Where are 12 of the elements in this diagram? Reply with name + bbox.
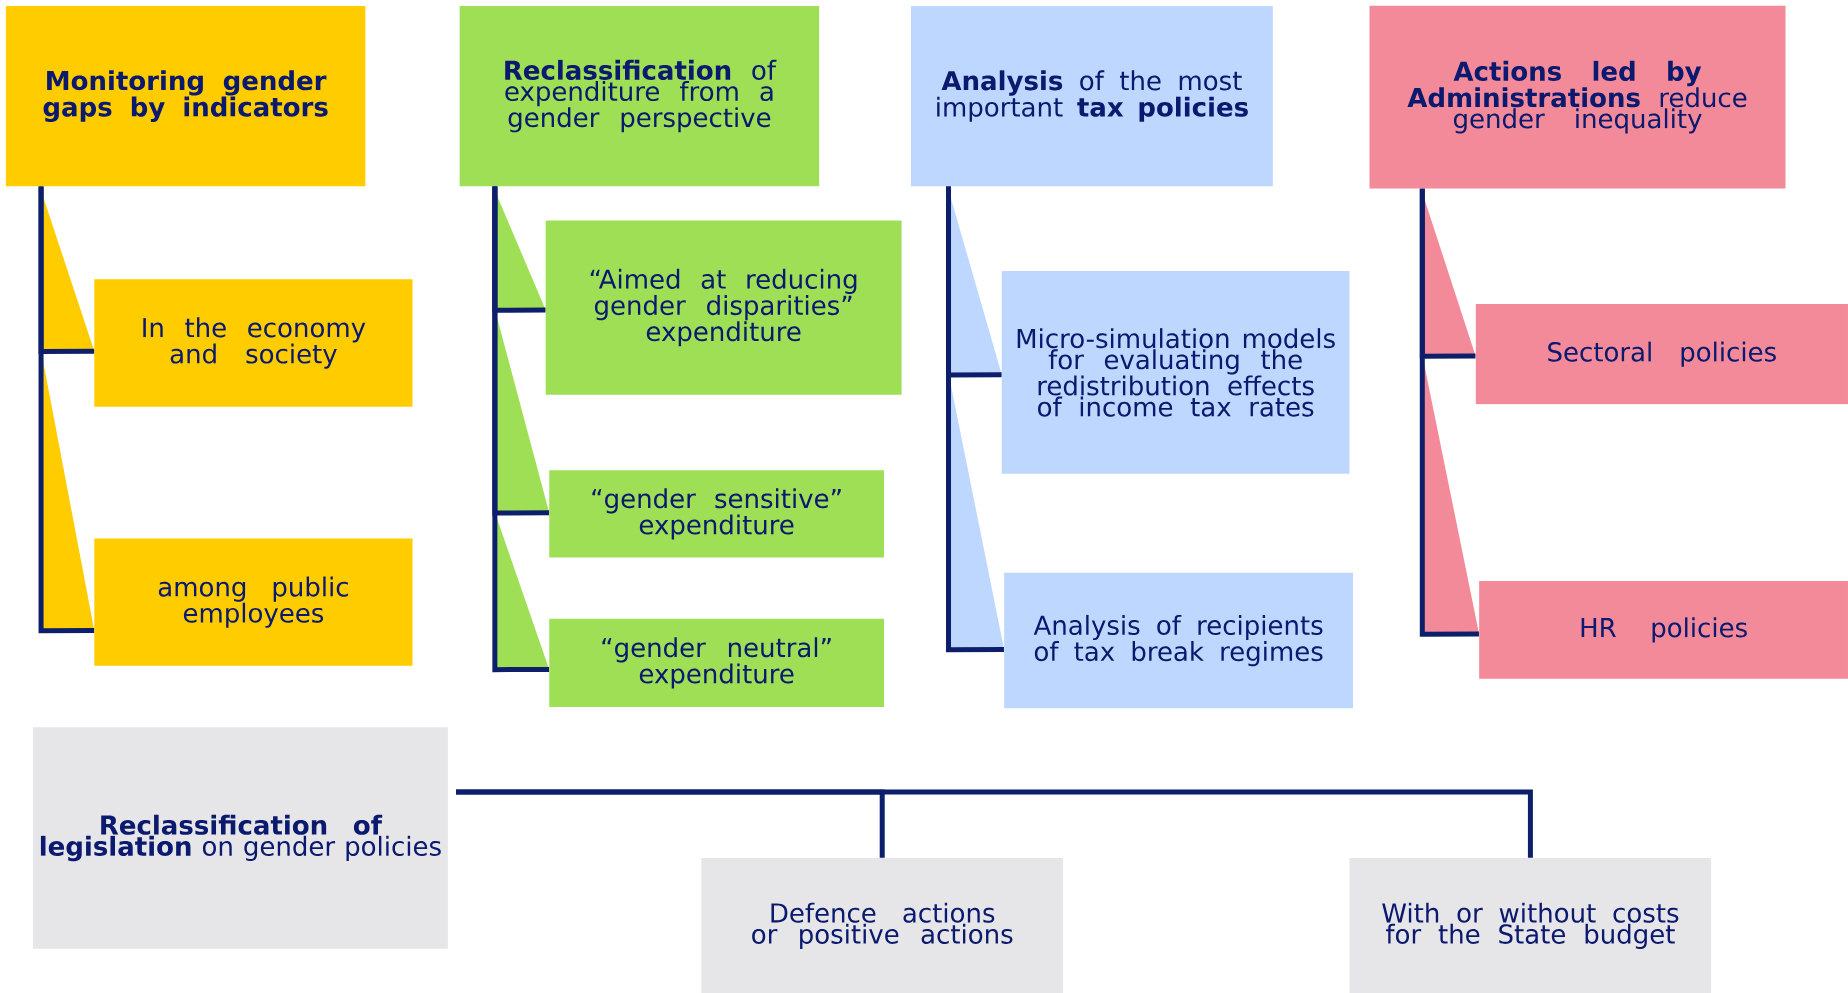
bracket-connector: [1419, 188, 1480, 637]
item-box: With or without costs for the State budget: [1349, 858, 1712, 993]
heading-box: Reclassification of expenditure from a gender perspective: [459, 5, 820, 187]
item-box: Defence actions or positive actions: [701, 858, 1064, 993]
heading-box: Analysis of the most important tax policies: [911, 5, 1273, 187]
bracket-connector: [456, 789, 1533, 858]
heading-box: Monitoring gender gaps by indicators: [5, 5, 366, 187]
bracket-connector: [492, 186, 550, 673]
bracket-connector: [946, 186, 1005, 653]
bracket-connector: [38, 186, 95, 634]
heading-box: Reclassification of legislation on gender policies: [32, 727, 448, 949]
heading-box: Actions led by Administrations reduce gender inequality: [1369, 5, 1786, 189]
